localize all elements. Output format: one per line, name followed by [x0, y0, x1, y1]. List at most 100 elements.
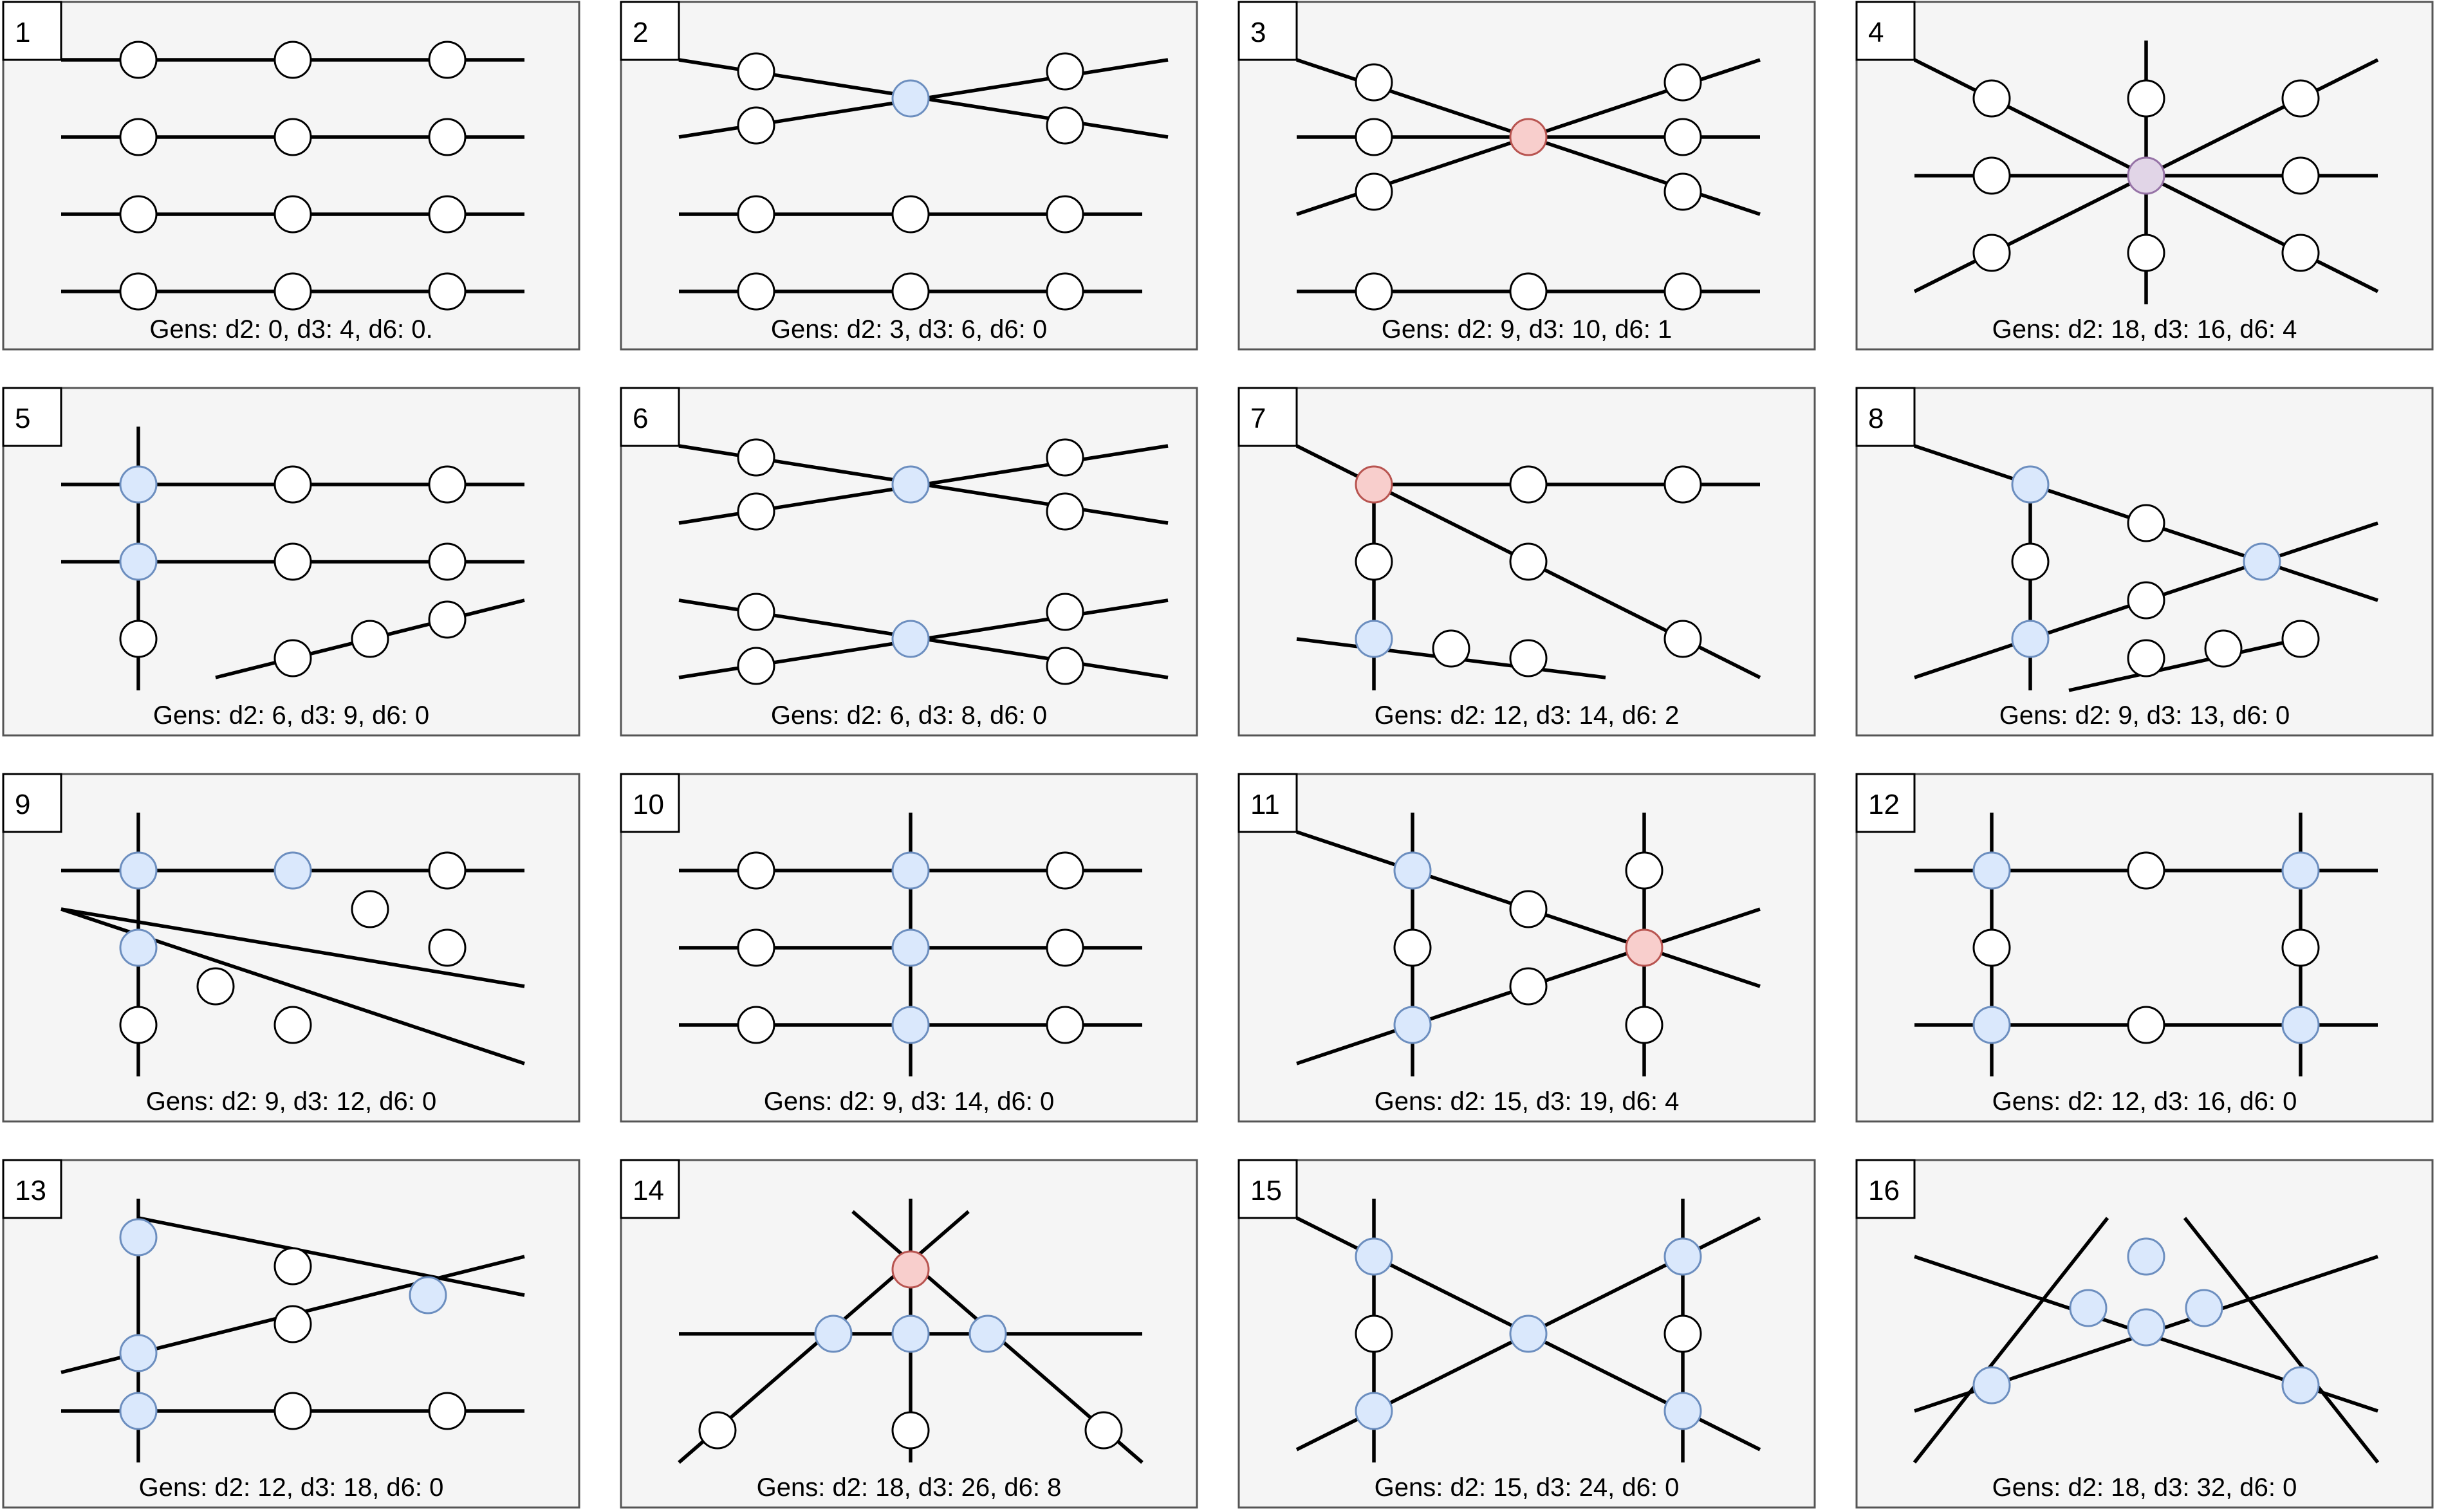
node-plain	[737, 593, 775, 631]
node-blue	[1509, 1314, 1548, 1353]
panel-number-box	[1855, 1159, 1916, 1219]
node-plain	[737, 272, 775, 311]
panel-caption: Gens: d2: 12, d3: 16, d6: 0	[1992, 1087, 2297, 1116]
node-plain	[2281, 928, 2320, 967]
node-blue	[1972, 851, 2011, 890]
node-plain	[119, 195, 158, 234]
node-plain	[1393, 928, 1432, 967]
node-plain	[1355, 1314, 1393, 1353]
node-plain	[737, 1006, 775, 1044]
node-plain	[273, 1305, 312, 1343]
node-plain	[737, 647, 775, 685]
node-plain	[2011, 542, 2050, 581]
panel-background	[1237, 773, 1816, 1123]
node-plain	[1046, 106, 1084, 145]
node-blue	[409, 1276, 447, 1314]
panel-number: 9	[15, 789, 30, 820]
panel-number: 7	[1250, 403, 1266, 434]
node-blue	[891, 1314, 930, 1353]
node-plain	[119, 118, 158, 156]
node-plain	[273, 1247, 312, 1286]
node-blue	[119, 1392, 158, 1430]
panel-caption: Gens: d2: 3, d3: 6, d6: 0	[771, 315, 1047, 344]
panel-number: 15	[1250, 1175, 1282, 1206]
node-plain	[273, 465, 312, 504]
node-blue	[1663, 1392, 1702, 1430]
node-plain	[1046, 647, 1084, 685]
panel-caption: Gens: d2: 9, d3: 14, d6: 0	[764, 1087, 1054, 1116]
node-plain	[1432, 629, 1470, 668]
node-blue	[273, 851, 312, 890]
node-plain	[1663, 272, 1702, 311]
panel-number-box	[1237, 1159, 1298, 1219]
node-blue	[119, 542, 158, 581]
node-plain	[2127, 79, 2165, 118]
node-plain	[737, 851, 775, 890]
node-plain	[428, 195, 467, 234]
node-plain	[1972, 234, 2011, 272]
node-plain	[2281, 156, 2320, 195]
node-plain	[428, 928, 467, 967]
node-red	[891, 1250, 930, 1289]
panel-background	[1855, 773, 2434, 1123]
panel-number-box	[620, 773, 680, 833]
node-plain	[1663, 1314, 1702, 1353]
node-blue	[1355, 620, 1393, 658]
panel-caption: Gens: d2: 9, d3: 10, d6: 1	[1382, 315, 1672, 344]
node-plain	[1663, 63, 1702, 102]
panel-background	[1855, 1159, 2434, 1509]
node-blue	[891, 851, 930, 890]
node-blue	[119, 1334, 158, 1372]
node-plain	[2127, 504, 2165, 542]
node-plain	[1625, 1006, 1663, 1044]
node-plain	[1509, 272, 1548, 311]
panel-number: 8	[1868, 403, 1884, 434]
panel-number-box	[1855, 1, 1916, 61]
node-plain	[1046, 1006, 1084, 1044]
panel-number-box	[2, 1159, 62, 1219]
panel-caption: Gens: d2: 6, d3: 9, d6: 0	[153, 701, 429, 730]
panel-number: 4	[1868, 17, 1884, 48]
node-plain	[273, 41, 312, 79]
panel-number: 2	[633, 17, 648, 48]
node-red	[1509, 118, 1548, 156]
node-plain	[273, 542, 312, 581]
node-plain	[1046, 851, 1084, 890]
panel-caption: Gens: d2: 0, d3: 4, d6: 0.	[149, 315, 432, 344]
node-blue	[968, 1314, 1007, 1353]
panel-background	[1855, 387, 2434, 737]
panel-number: 6	[633, 403, 648, 434]
node-plain	[737, 438, 775, 477]
node-plain	[1046, 492, 1084, 531]
panel-background	[620, 387, 1198, 737]
node-plain	[1663, 465, 1702, 504]
panel-number: 11	[1250, 789, 1280, 820]
node-blue	[891, 928, 930, 967]
node-blue	[891, 465, 930, 504]
node-plain	[737, 492, 775, 531]
node-purple	[2127, 156, 2165, 195]
panel-number-box	[2, 1, 62, 61]
node-plain	[2127, 581, 2165, 620]
panel-number-box	[1237, 773, 1298, 833]
node-plain	[428, 1392, 467, 1430]
node-plain	[1355, 542, 1393, 581]
node-blue	[2011, 465, 2050, 504]
node-plain	[273, 1006, 312, 1044]
node-plain	[351, 620, 389, 658]
node-blue	[1355, 1237, 1393, 1276]
node-plain	[1355, 172, 1393, 211]
node-plain	[1046, 195, 1084, 234]
node-blue	[2243, 542, 2281, 581]
panel-number: 3	[1250, 17, 1266, 48]
node-plain	[428, 542, 467, 581]
node-red	[1625, 928, 1663, 967]
